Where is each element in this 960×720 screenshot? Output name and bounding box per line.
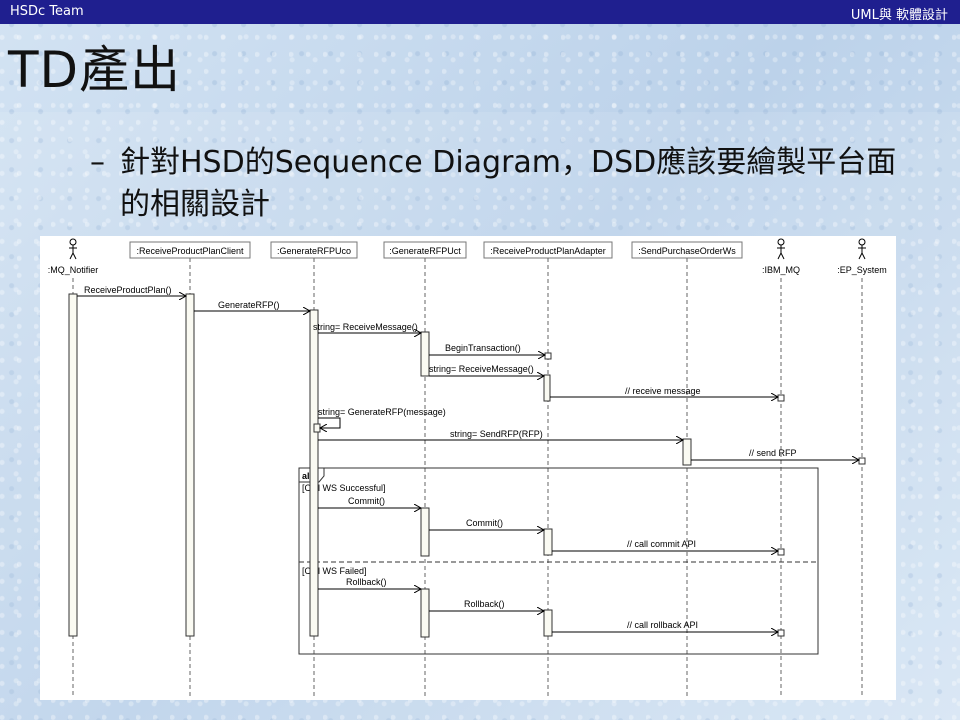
- participant-label: :EP_System: [837, 265, 887, 275]
- activation-bar: [68, 293, 78, 637]
- endpoint-box: [777, 394, 785, 402]
- message-label: // send RFP: [749, 448, 797, 458]
- message-label: GenerateRFP(): [218, 300, 280, 310]
- participant-ep-system: :EP_System: [837, 238, 887, 275]
- sequence-diagram-canvas: :MQ_Notifier :ReceiveProductPlanClient :…: [48, 238, 887, 698]
- activations: [68, 293, 692, 638]
- message-label: // call rollback API: [627, 620, 698, 630]
- activation-bar: [420, 507, 430, 557]
- activation-bar: [420, 588, 430, 638]
- message-label: BeginTransaction(): [445, 343, 521, 353]
- slide-title: TD產出: [8, 41, 182, 99]
- participant-label: :ReceiveProductPlanAdapter: [490, 246, 606, 256]
- participant-receive-product-plan-client: :ReceiveProductPlanClient: [129, 241, 251, 259]
- message-label: string= ReceiveMessage(): [429, 364, 534, 374]
- message-label: // call commit API: [627, 539, 696, 549]
- activation-bar: [543, 374, 551, 402]
- message-label: Commit(): [466, 518, 503, 528]
- participant-mq-notifier: :MQ_Notifier: [48, 238, 99, 275]
- fragment-guard: [Call WS Successful]: [302, 483, 386, 493]
- participant-label: :IBM_MQ: [762, 265, 800, 275]
- endpoint-boxes: [544, 352, 866, 637]
- participant-ibm-mq: :IBM_MQ: [762, 238, 800, 275]
- endpoint-box: [858, 457, 866, 465]
- participant-generate-rfp-uct: :GenerateRFPUct: [383, 241, 467, 259]
- activation-bar: [682, 438, 692, 466]
- endpoint-box: [544, 352, 552, 360]
- actor-icon: [777, 238, 785, 260]
- participant-send-purchase-order-ws: :SendPurchaseOrderWs: [631, 241, 743, 259]
- participant-label: :SendPurchaseOrderWs: [638, 246, 736, 256]
- participant-receive-product-plan-adapter: :ReceiveProductPlanAdapter: [483, 241, 613, 259]
- header-bar: HSDc Team UML與 軟體設計: [0, 0, 960, 24]
- participant-label: :GenerateRFPUct: [389, 246, 461, 256]
- actor-icon: [858, 238, 866, 260]
- activation-bar: [543, 528, 553, 556]
- bullet-text: 針對HSD的Sequence Diagram，DSD應該要繪製平台面的相關設計: [120, 145, 897, 222]
- message-label: string= ReceiveMessage(): [313, 322, 418, 332]
- participant-label: :ReceiveProductPlanClient: [136, 246, 244, 256]
- participant-label: :MQ_Notifier: [48, 265, 99, 275]
- bullet-item: – 針對HSD的Sequence Diagram，DSD應該要繪製平台面的相關設…: [90, 142, 910, 226]
- participant-label: :GenerateRFPUco: [277, 246, 351, 256]
- activation-bar: [543, 609, 553, 637]
- bullet-dash: –: [90, 145, 105, 180]
- message-label: Rollback(): [346, 577, 387, 587]
- endpoint-box: [777, 548, 785, 556]
- message-labels: ReceiveProductPlan() GenerateRFP() strin…: [84, 285, 797, 630]
- participant-generate-rfp-uco: :GenerateRFPUco: [270, 241, 358, 259]
- activation-bar: [185, 293, 195, 637]
- fragment-guard: [Call WS Failed]: [302, 566, 367, 576]
- sequence-diagram: :MQ_Notifier :ReceiveProductPlanClient :…: [40, 236, 896, 700]
- header-team: HSDc Team: [10, 4, 84, 19]
- fragment-frame: [298, 467, 819, 655]
- endpoint-box: [777, 629, 785, 637]
- message-label: string= SendRFP(RFP): [450, 429, 543, 439]
- actor-icon: [69, 238, 77, 260]
- message-arrows: [77, 296, 859, 632]
- message-label: // receive message: [625, 386, 701, 396]
- message-label: ReceiveProductPlan(): [84, 285, 172, 295]
- message-label: Commit(): [348, 496, 385, 506]
- header-course: UML與 軟體設計: [850, 8, 948, 23]
- activation-bar: [313, 423, 321, 433]
- activation-bar: [420, 331, 430, 377]
- fragment-operator: alt: [302, 471, 313, 481]
- self-message-arrow: [318, 417, 341, 428]
- message-label: Rollback(): [464, 599, 505, 609]
- activation-bar: [309, 309, 319, 637]
- message-label: string= GenerateRFP(message): [318, 407, 446, 417]
